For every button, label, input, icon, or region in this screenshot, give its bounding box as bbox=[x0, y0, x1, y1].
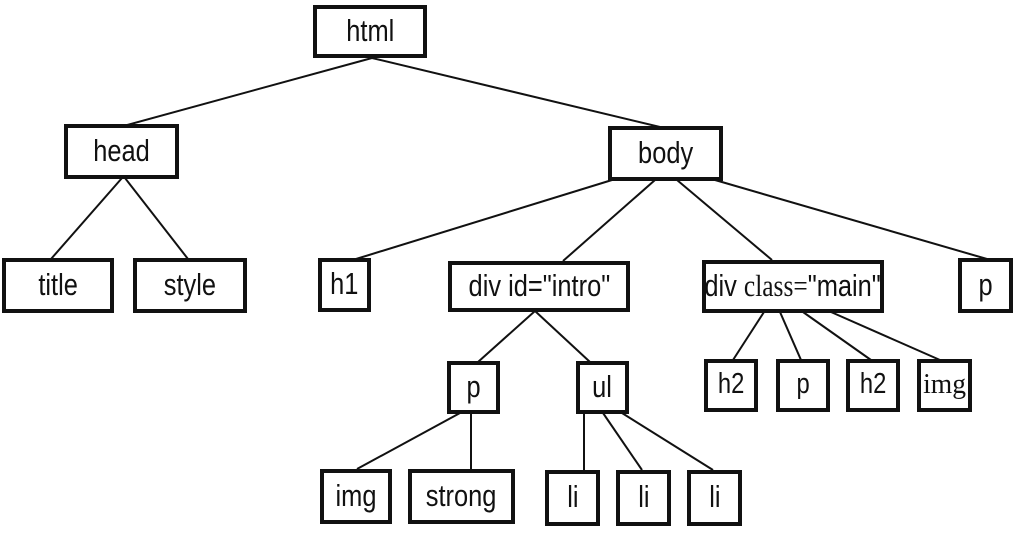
edge-html-head bbox=[126, 57, 373, 126]
node-strong: strong bbox=[408, 469, 515, 524]
node-li-3-label: li bbox=[708, 479, 721, 514]
node-html-label: html bbox=[345, 12, 395, 48]
edge-div-intro-ul bbox=[534, 310, 591, 363]
node-p-main-label: p bbox=[796, 367, 810, 400]
node-p-intro-label: p bbox=[466, 368, 481, 404]
node-p-main: p bbox=[776, 359, 830, 412]
node-body: body bbox=[608, 126, 723, 181]
node-title: title bbox=[2, 258, 114, 313]
node-ul-label: ul bbox=[592, 368, 613, 404]
edge-div-main-img bbox=[830, 311, 941, 361]
node-style-label: style bbox=[163, 266, 217, 302]
node-strong-label: strong bbox=[426, 477, 497, 513]
node-h1: h1 bbox=[318, 258, 371, 312]
node-li-3: li bbox=[687, 470, 742, 526]
node-img-main: img bbox=[917, 359, 972, 412]
node-style: style bbox=[133, 258, 247, 313]
node-img-p: img bbox=[320, 469, 392, 524]
node-h1-label: h1 bbox=[330, 266, 359, 301]
node-div-intro: div id="intro" bbox=[448, 261, 630, 312]
edge-html-body bbox=[371, 57, 661, 128]
edge-div-intro-p bbox=[477, 310, 536, 363]
node-h2-second: h2 bbox=[846, 359, 900, 412]
node-html: html bbox=[313, 5, 427, 58]
node-h2-second-label: h2 bbox=[859, 367, 887, 400]
node-head-label: head bbox=[93, 132, 150, 168]
edge-div-main-p bbox=[779, 311, 802, 361]
edge-body-h1 bbox=[355, 179, 613, 260]
edge-div-main-h2-1 bbox=[732, 311, 765, 361]
edge-ul-li-3 bbox=[621, 412, 714, 471]
node-div-main: div class="main" bbox=[702, 260, 884, 313]
node-div-main-label: div class="main" bbox=[704, 267, 882, 303]
node-li-1-label: li bbox=[566, 479, 579, 514]
edge-head-title bbox=[50, 177, 123, 260]
node-p-intro: p bbox=[447, 361, 500, 414]
node-head: head bbox=[64, 124, 179, 179]
edge-body-div-intro bbox=[562, 179, 656, 262]
edge-ul-li-2 bbox=[602, 412, 643, 471]
node-body-label: body bbox=[637, 134, 694, 170]
node-div-intro-label: div id="intro" bbox=[468, 267, 610, 303]
node-title-label: title bbox=[38, 266, 78, 302]
edge-body-div-main bbox=[676, 179, 773, 261]
node-h2-first: h2 bbox=[704, 359, 758, 412]
node-p-body: p bbox=[958, 258, 1013, 313]
node-li-2: li bbox=[616, 470, 671, 526]
node-p-body-label: p bbox=[978, 266, 993, 302]
node-ul: ul bbox=[576, 361, 629, 414]
edge-div-main-h2-2 bbox=[802, 311, 872, 361]
edge-head-style bbox=[124, 177, 189, 260]
node-img-p-label: img bbox=[335, 477, 377, 513]
node-li-2-label: li bbox=[637, 479, 650, 514]
node-img-main-label: img bbox=[923, 367, 966, 400]
node-li-1: li bbox=[545, 470, 600, 526]
edge-p-img bbox=[356, 412, 461, 470]
node-h2-first-label: h2 bbox=[717, 367, 745, 400]
edge-body-p bbox=[714, 179, 988, 260]
